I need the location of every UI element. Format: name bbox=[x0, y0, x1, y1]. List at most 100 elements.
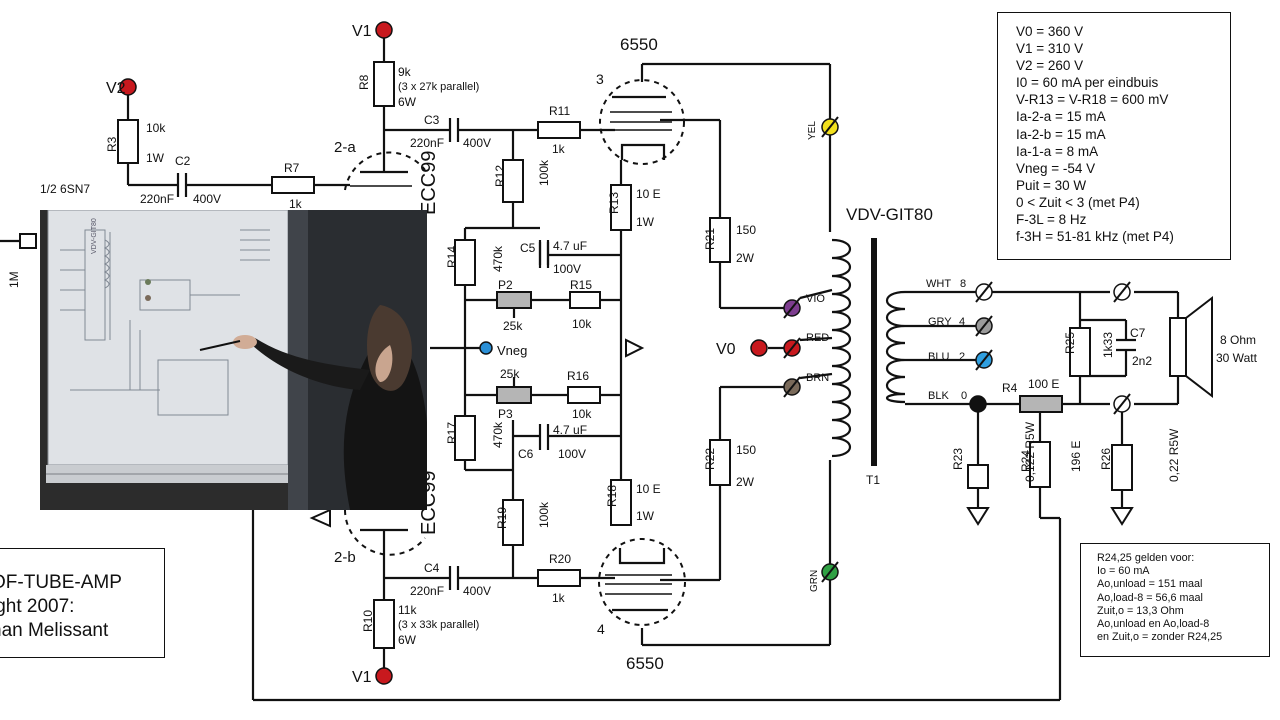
r15-name: R15 bbox=[570, 278, 592, 292]
r3-value: 10k bbox=[146, 121, 166, 135]
c6-value: 4.7 uF bbox=[553, 423, 587, 437]
r14-value: 470k bbox=[491, 245, 505, 272]
note-line: Ao,unload en Ao,load-8 bbox=[1097, 618, 1210, 631]
tube-labels: 6550 3 6550 4 bbox=[596, 35, 664, 673]
gry-number: 4 bbox=[959, 316, 965, 328]
r25-name: R25 bbox=[1063, 332, 1077, 354]
r8-note: (3 x 27k parallel) bbox=[398, 81, 479, 93]
r10-rating: 6W bbox=[398, 633, 417, 647]
v0-terminal bbox=[750, 339, 768, 357]
note-line: R24,25 gelden voor: bbox=[1097, 552, 1195, 564]
c4-rating: 400V bbox=[463, 584, 491, 598]
p2-name: P2 bbox=[498, 278, 513, 292]
spec-line: I0 = 60 mA per eindbuis bbox=[1016, 75, 1159, 91]
c2-capacitor bbox=[176, 173, 188, 197]
r17-value: 470k bbox=[491, 421, 505, 448]
note-line: en Zuit,o = zonder R24,25 bbox=[1097, 631, 1223, 644]
c3-capacitor bbox=[448, 118, 460, 142]
spec-line: f-3H = 51-81 kHz (met P4) bbox=[1016, 229, 1174, 245]
c4-name: C4 bbox=[424, 561, 440, 575]
r10-name: R10 bbox=[361, 610, 375, 632]
credit-line: ight 2007: bbox=[0, 596, 75, 617]
r22-name: R22 bbox=[703, 448, 717, 470]
credit-line: han Melissant bbox=[0, 620, 109, 641]
spec-line: Ia-1-a = 8 mA bbox=[1016, 143, 1099, 159]
r17-resistor bbox=[454, 415, 476, 461]
spec-line: V-R13 = V-R18 = 600 mV bbox=[1016, 92, 1169, 108]
r12-value: 100k bbox=[537, 159, 551, 186]
r25-resistor bbox=[1069, 327, 1091, 377]
r7-name: R7 bbox=[284, 161, 300, 175]
transformer-ref: T1 bbox=[866, 473, 880, 487]
r24-resistor bbox=[1029, 441, 1051, 488]
p2-value: 25k bbox=[503, 319, 523, 333]
spec-line: V0 = 360 V bbox=[1016, 24, 1084, 39]
gry-label: GRY bbox=[928, 316, 952, 328]
r24-name: R24 bbox=[1019, 450, 1033, 472]
speaker-icon bbox=[1169, 295, 1213, 399]
spec-line: F-3L = 8 Hz bbox=[1016, 212, 1087, 228]
r3-name: R3 bbox=[105, 136, 119, 152]
r14-resistor bbox=[454, 239, 476, 286]
r23-resistor bbox=[967, 464, 989, 489]
r21-name: R21 bbox=[703, 228, 717, 250]
r13-resistor bbox=[610, 184, 632, 231]
transformer-labels: VDV-GIT80 T1 YEL VIO RED BRN GRN WHT 8 G… bbox=[806, 121, 1258, 592]
c3-name: C3 bbox=[424, 113, 440, 127]
r20-name: R20 bbox=[549, 552, 571, 566]
blu-number: 2 bbox=[959, 351, 965, 363]
r18-name: R18 bbox=[605, 485, 619, 507]
r1-label: 1M bbox=[7, 271, 21, 288]
spec-line: V1 = 310 V bbox=[1016, 41, 1084, 57]
pi-a-label: 2-a bbox=[334, 139, 356, 156]
c6-rating: 100V bbox=[558, 447, 586, 461]
r11-name: R11 bbox=[549, 104, 570, 118]
lower-tube-pin: 4 bbox=[597, 621, 605, 637]
c6-name: C6 bbox=[518, 447, 534, 461]
r23-ground-icon bbox=[966, 507, 990, 526]
p3-name: P3 bbox=[498, 407, 513, 421]
pi-a-type: ECC99 bbox=[418, 151, 440, 215]
c3-value: 220nF bbox=[410, 136, 444, 150]
input-jack bbox=[19, 233, 37, 249]
p4-value: 100 E bbox=[1028, 377, 1059, 391]
wht-label: WHT bbox=[926, 278, 951, 290]
feedback-arrow bbox=[309, 508, 331, 528]
r20-value: 1k bbox=[552, 591, 566, 605]
r3-rating: 1W bbox=[146, 151, 165, 165]
r18-value: 10 E bbox=[636, 482, 661, 496]
tap-markers bbox=[783, 116, 1131, 583]
lower-tube-type: 6550 bbox=[626, 654, 664, 673]
r19-value: 100k bbox=[537, 501, 551, 528]
r26-value: 0,22 R5W bbox=[1167, 428, 1181, 482]
r23-value: 0,122 R5W bbox=[1023, 421, 1037, 482]
r22-rating: 2W bbox=[736, 475, 755, 489]
r18-resistor bbox=[610, 479, 632, 526]
video-overlay[interactable]: VDV-GIT80 bbox=[40, 210, 427, 510]
r10-value: 11k bbox=[398, 603, 417, 617]
c6-capacitor bbox=[538, 424, 550, 450]
r21-value: 150 bbox=[736, 223, 756, 237]
spec-line: Ia-2-b = 15 mA bbox=[1016, 126, 1106, 142]
r16-name: R16 bbox=[567, 369, 589, 383]
spec-line: Ia-2-a = 15 mA bbox=[1016, 109, 1106, 125]
r24-value: 196 E bbox=[1069, 441, 1083, 472]
p3-potentiometer bbox=[496, 386, 532, 404]
c7-value: 2n2 bbox=[1132, 354, 1152, 368]
driver-tube-label: 1/2 6SN7 bbox=[40, 182, 90, 196]
r8-resistor bbox=[373, 61, 395, 107]
transformer-model: VDV-GIT80 bbox=[846, 205, 933, 224]
credit-box: OF-TUBE-AMP ight 2007: han Melissant bbox=[0, 548, 165, 658]
speaker-power: 30 Watt bbox=[1216, 351, 1258, 365]
c4-capacitor bbox=[448, 566, 460, 590]
r16-resistor bbox=[567, 386, 601, 404]
grn-label: GRN bbox=[809, 570, 820, 592]
tube-pi-a bbox=[344, 151, 426, 191]
r8-value: 9k bbox=[398, 65, 412, 79]
spec-line: 0 < Zuit < 3 (met P4) bbox=[1016, 194, 1140, 210]
tube-upper-6550 bbox=[599, 79, 685, 165]
r12-name: R12 bbox=[493, 165, 507, 187]
upper-tube-type: 6550 bbox=[620, 35, 658, 54]
vneg-label: Vneg bbox=[497, 343, 527, 358]
v2-terminal bbox=[119, 78, 137, 96]
